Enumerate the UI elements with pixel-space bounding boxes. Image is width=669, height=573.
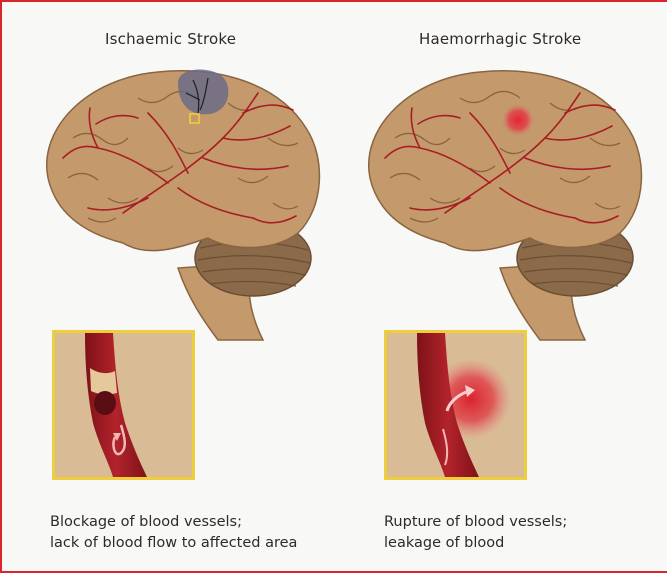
ruptured-vessel-inset — [384, 330, 527, 480]
haemorrhagic-stroke-title: Haemorrhagic Stroke — [419, 30, 581, 48]
ischaemic-caption-line-2: lack of blood flow to affected area — [50, 533, 297, 554]
ischaemic-stroke-title: Ischaemic Stroke — [105, 30, 236, 48]
haemorrhagic-caption-line-1: Rupture of blood vessels; — [384, 512, 567, 533]
ischaemic-caption-line-1: Blockage of blood vessels; — [50, 512, 297, 533]
cerebrum — [369, 71, 642, 251]
haemorrhagic-caption-line-2: leakage of blood — [384, 533, 567, 554]
haemorrhagic-brain-illustration — [350, 58, 650, 348]
ischaemic-caption: Blockage of blood vessels; lack of blood… — [50, 512, 297, 554]
ischaemic-brain-illustration — [28, 58, 328, 348]
blocked-vessel-inset — [52, 330, 195, 480]
bleed-site — [502, 104, 534, 136]
blood-clot — [94, 391, 116, 415]
haemorrhagic-caption: Rupture of blood vessels; leakage of blo… — [384, 512, 567, 554]
